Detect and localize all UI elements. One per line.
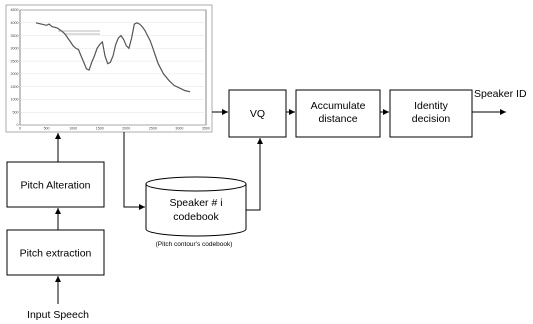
codebook-label-line1: Speaker # i [169,197,222,209]
pitch-extraction-label: Pitch extraction [20,248,92,260]
speaker-codebook-cylinder [145,176,247,237]
plot-y-tick-label: 0 [17,123,19,127]
plot-x-ticks: 0 500 1000 1500 2000 2500 3000 3500 [19,127,210,131]
accumulate-label-line1: Accumulate [311,100,366,112]
plot-y-tick-label: 500 [13,110,19,114]
input-speech-label: Input Speech [27,309,89,321]
codebook-label-line2: codebook [173,211,219,223]
plot-axes-box [19,9,207,126]
plot-y-ticks: 4500 4000 3500 3000 2500 2000 1500 1000 500 0 [11,8,19,127]
plot-y-tick-label: 4500 [11,8,19,12]
plot-y-tick-label: 2500 [11,59,19,63]
plot-x-tick-label: 2500 [149,127,157,131]
identity-label-line1: Identity [414,100,449,112]
plot-x-tick-label: 3500 [202,127,210,131]
plot-x-tick-label: 0 [19,127,21,131]
pitch-extraction-box [6,229,105,276]
plot-y-tick-label: 4000 [11,21,19,25]
vq-box [228,89,287,138]
codebook-caption: (Pitch contour's codebook) [156,241,233,248]
plot-x-tick-label: 2000 [122,127,130,131]
plot-x-tick-label: 1500 [96,127,104,131]
plot-y-tick-label: 1000 [11,98,19,102]
plot-y-tick-label: 2000 [11,72,19,76]
pitch-contour-plot: 4500 4000 3500 3000 2500 2000 1500 1000 500 0 0 50… [5,4,213,133]
arrow-plot-to-codebook [123,132,145,210]
plot-x-tick-label: 1000 [69,127,77,131]
arrow-codebook-to-vq [246,138,263,211]
plot-y-tick-label: 3500 [11,34,19,38]
pitch-alteration-label: Pitch Alteration [20,180,90,192]
vq-label: VQ [250,108,265,120]
identity-decision-box [389,89,473,138]
pitch-contour-line [35,22,191,93]
plot-x-tick-label: 500 [44,127,50,131]
plot-y-tick-label: 1500 [11,85,19,89]
plot-x-tick-label: 3000 [175,127,183,131]
plot-y-tick-label: 3000 [11,47,19,51]
speaker-id-label: Speaker ID [474,88,527,100]
identity-label-line2: decision [412,113,451,125]
accumulate-label-line2: distance [318,113,357,125]
plot-grid [20,9,206,126]
accumulate-distance-box [295,89,381,138]
pitch-alteration-box [6,161,105,208]
